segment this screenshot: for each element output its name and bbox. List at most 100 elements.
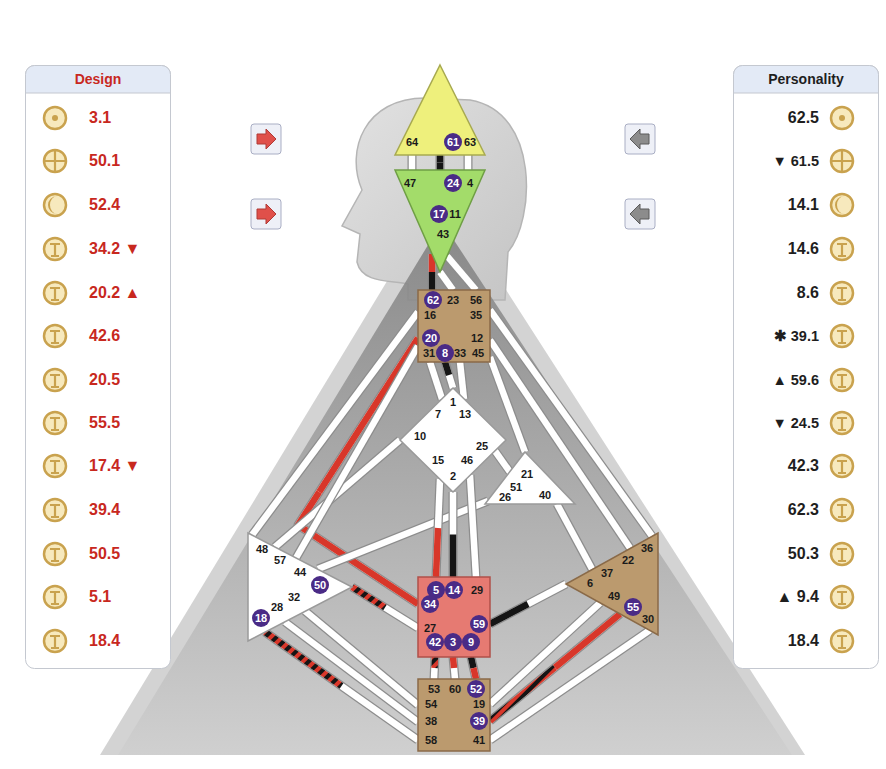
planet-glyph xyxy=(831,543,853,565)
planet-glyph xyxy=(831,107,853,129)
gate-number: 31 xyxy=(423,347,435,359)
gate-line-value: 50.1 xyxy=(89,150,120,172)
gate-number: 25 xyxy=(476,440,488,452)
gate-number: 35 xyxy=(470,309,482,321)
channel xyxy=(445,362,453,388)
channel xyxy=(460,362,464,399)
planet-glyph xyxy=(831,455,853,477)
gate-line-value: 18.4 xyxy=(788,630,819,652)
planet-glyph xyxy=(831,150,853,172)
gate-number: 13 xyxy=(459,408,471,420)
planet-glyph xyxy=(44,369,66,391)
gate-line-value: ▲ 9.4 xyxy=(776,586,819,608)
gate-number: 43 xyxy=(437,228,449,240)
gate-number: 1 xyxy=(450,396,456,408)
gate-number: 50 xyxy=(311,576,329,594)
gate-line-value: 3.1 xyxy=(89,107,111,129)
gate-number: 37 xyxy=(601,567,613,579)
planet-glyph xyxy=(44,325,66,347)
head-center: 646163 xyxy=(395,65,485,155)
channel xyxy=(490,630,650,740)
gate-line-value: 42.6 xyxy=(89,325,120,347)
g-center: 1713101546252 xyxy=(400,388,506,492)
gate-number: 8 xyxy=(436,344,454,362)
channel xyxy=(436,479,440,577)
planet-glyph xyxy=(44,499,66,521)
spleen-center: 48574450322818 xyxy=(248,533,352,641)
gate-number: 33 xyxy=(454,347,466,359)
gate-number: 48 xyxy=(256,543,268,555)
channel xyxy=(470,475,476,577)
channel xyxy=(440,155,441,170)
gate-number: 44 xyxy=(294,566,306,578)
gate-line-value: 50.5 xyxy=(89,543,120,565)
gate-line-value: 62.5 xyxy=(788,107,819,129)
gate-number: 18 xyxy=(252,609,270,627)
channel xyxy=(490,603,600,704)
gate-number: 10 xyxy=(414,430,426,442)
gate-number: 3 xyxy=(444,633,462,651)
gate-number: 14 xyxy=(445,581,463,599)
gate-number: 11 xyxy=(449,208,461,220)
channel xyxy=(434,657,435,679)
gate-number: 60 xyxy=(449,683,461,695)
gate-number: 19 xyxy=(473,698,485,710)
channel xyxy=(453,492,454,577)
planet-glyph xyxy=(44,194,66,216)
gate-number: 7 xyxy=(435,408,441,420)
gate-number: 62 xyxy=(424,291,442,309)
gate-number: 38 xyxy=(425,715,437,727)
planet-glyph xyxy=(44,630,66,652)
gate-number: 6 xyxy=(587,577,593,589)
gate-number: 63 xyxy=(464,136,476,148)
planet-glyph xyxy=(831,499,853,521)
planet-glyph xyxy=(831,412,853,434)
channel xyxy=(490,584,566,624)
channel xyxy=(305,611,418,705)
gate-number: 61 xyxy=(444,133,462,151)
gate-number: 12 xyxy=(471,332,483,344)
channel xyxy=(285,622,418,722)
channel xyxy=(557,504,592,569)
gate-number: 49 xyxy=(608,590,620,602)
gate-number: 15 xyxy=(432,454,444,466)
planet-glyph xyxy=(831,586,853,608)
gate-number: 47 xyxy=(404,177,416,189)
channel xyxy=(318,501,488,569)
planet-glyph xyxy=(831,630,853,652)
gate-number: 53 xyxy=(428,683,440,695)
planet-glyph xyxy=(44,543,66,565)
gate-line-value: 20.5 xyxy=(89,369,120,391)
gate-line-value: ▼ 24.5 xyxy=(772,412,819,434)
gate-number: 34 xyxy=(421,595,439,613)
gate-number: 54 xyxy=(425,698,437,710)
planet-glyph xyxy=(831,282,853,304)
planet-glyph xyxy=(44,107,66,129)
gate-number: 17 xyxy=(430,205,448,223)
gate-number: 39 xyxy=(470,712,488,730)
gate-line-value: 50.3 xyxy=(788,543,819,565)
gate-number: 21 xyxy=(521,468,533,480)
gate-number: 56 xyxy=(470,294,482,306)
panel-heading: Design xyxy=(25,71,171,87)
gate-line-value: 8.6 xyxy=(797,282,819,304)
planet-glyph xyxy=(44,455,66,477)
planet-glyph xyxy=(831,238,853,260)
planet-glyph xyxy=(44,238,66,260)
gate-number: 20 xyxy=(422,329,440,347)
channel xyxy=(412,155,413,170)
gate-line-value: 14.1 xyxy=(788,194,819,216)
solar-plexus-center: 3622376495530 xyxy=(566,533,658,635)
gate-line-value: 17.4 ▼ xyxy=(89,455,140,477)
gate-number: 24 xyxy=(444,174,462,192)
gate-line-value: 52.4 xyxy=(89,194,120,216)
gate-number: 40 xyxy=(539,489,551,501)
channel xyxy=(432,254,433,290)
planet-glyph xyxy=(831,325,853,347)
channel xyxy=(252,312,418,535)
sacral-center: 514293459274239 xyxy=(418,577,490,657)
gate-line-value: ▼ 61.5 xyxy=(772,150,819,172)
gate-line-value: 20.2 ▲ xyxy=(89,282,140,304)
body-triangle xyxy=(118,222,792,755)
gate-line-value: ✱ 39.1 xyxy=(774,325,819,347)
